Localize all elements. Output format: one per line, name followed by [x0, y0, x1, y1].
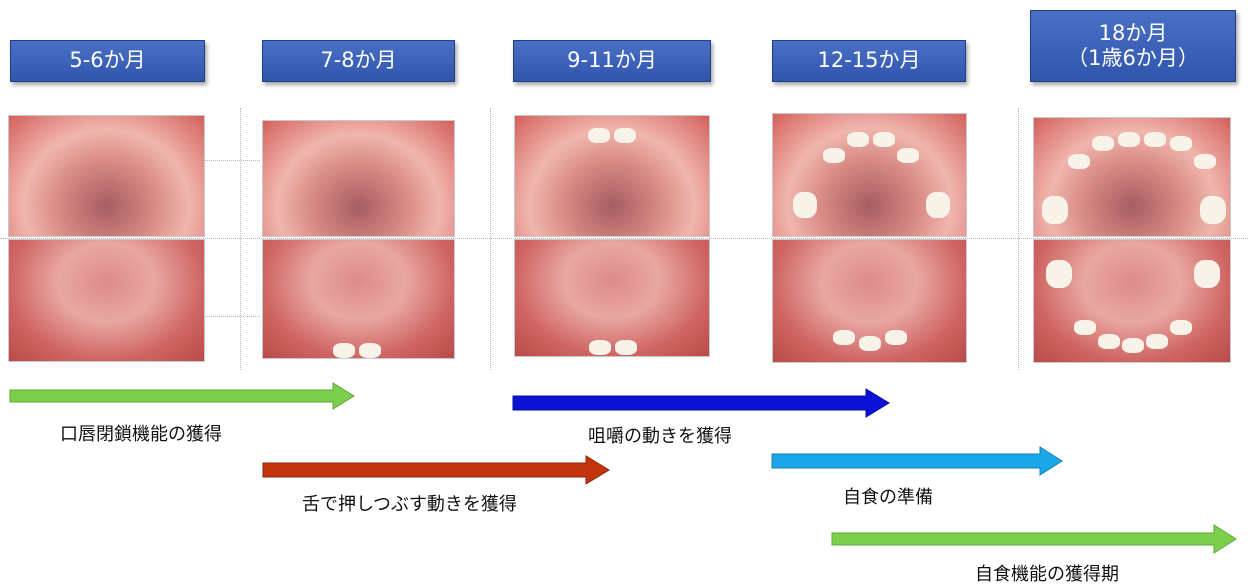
- tooth: [793, 192, 817, 218]
- guide-line: [205, 160, 260, 161]
- arrow-tongue-crush: [261, 454, 613, 486]
- age-box-5-6m: 5-6か月: [10, 40, 205, 82]
- mouth-photo-upper: [262, 120, 455, 237]
- arrow-shape: [772, 447, 1062, 475]
- tooth: [926, 192, 950, 218]
- label-self-feeding-acquisition: 自食機能の獲得期: [975, 560, 1119, 586]
- tooth: [833, 330, 855, 345]
- tooth: [1170, 136, 1192, 151]
- arrow-self-feeding-acquisition: [830, 523, 1240, 555]
- tooth: [589, 340, 611, 355]
- tooth: [1118, 132, 1140, 147]
- arrow-lip-closure: [8, 381, 358, 411]
- arrow-shape: [832, 525, 1236, 553]
- tooth: [615, 340, 637, 355]
- tooth: [1046, 260, 1072, 288]
- age-label: 18か月: [1099, 21, 1168, 46]
- age-box-12-15m: 12-15か月: [772, 40, 966, 82]
- tooth: [588, 128, 610, 143]
- tooth: [1074, 320, 1096, 335]
- mouth-photo-upper: [8, 115, 205, 237]
- tooth: [1092, 136, 1114, 151]
- mouth-photo-lower: [8, 239, 205, 362]
- tooth: [1098, 334, 1120, 349]
- tooth: [823, 148, 845, 163]
- tooth: [897, 148, 919, 163]
- mouth-photo-lower: [514, 239, 710, 357]
- guide-line: [240, 108, 241, 370]
- arrow-shape: [263, 456, 609, 484]
- tooth: [873, 132, 895, 147]
- tooth: [359, 343, 381, 358]
- tooth: [885, 330, 907, 345]
- tooth: [859, 336, 881, 351]
- tooth: [1068, 154, 1090, 169]
- mouth-photo-lower: [1033, 239, 1231, 363]
- arrow-self-feeding-prep: [770, 446, 1066, 476]
- mouth-photo-upper: [1033, 117, 1231, 237]
- age-box-7-8m: 7-8か月: [262, 40, 455, 82]
- mouth-photo-lower: [772, 239, 967, 363]
- tooth: [1200, 196, 1226, 224]
- tooth: [1122, 338, 1144, 353]
- age-label: 12-15か月: [817, 48, 920, 73]
- age-label: 9-11か月: [567, 48, 657, 73]
- arrow-shape: [513, 389, 889, 417]
- tooth: [847, 132, 869, 147]
- guide-line: [1018, 108, 1019, 370]
- mouth-photo-upper: [772, 113, 967, 237]
- tooth: [1170, 320, 1192, 335]
- age-box-18m: 18か月 （1歳6か月）: [1030, 10, 1236, 82]
- age-sublabel: （1歳6か月）: [1067, 46, 1199, 71]
- tooth: [1194, 260, 1220, 288]
- tooth: [333, 343, 355, 358]
- mouth-photo-lower: [262, 239, 455, 359]
- age-label: 5-6か月: [69, 48, 145, 73]
- age-box-9-11m: 9-11か月: [513, 40, 711, 82]
- age-label: 7-8か月: [320, 48, 396, 73]
- tooth: [1042, 196, 1068, 224]
- label-tongue-crush: 舌で押しつぶす動きを獲得: [302, 490, 517, 516]
- guide-line: [205, 316, 260, 317]
- mouth-photo-upper: [514, 115, 710, 237]
- arrow-shape: [10, 383, 354, 409]
- tooth: [1144, 132, 1166, 147]
- label-chewing: 咀嚼の動きを獲得: [588, 422, 732, 448]
- tooth: [614, 128, 636, 143]
- tooth: [1194, 154, 1216, 169]
- label-self-feeding-prep: 自食の準備: [843, 483, 933, 509]
- arrow-chewing: [511, 388, 893, 418]
- label-lip-closure: 口唇閉鎖機能の獲得: [60, 420, 222, 446]
- guide-line: [490, 108, 491, 370]
- tooth: [1146, 334, 1168, 349]
